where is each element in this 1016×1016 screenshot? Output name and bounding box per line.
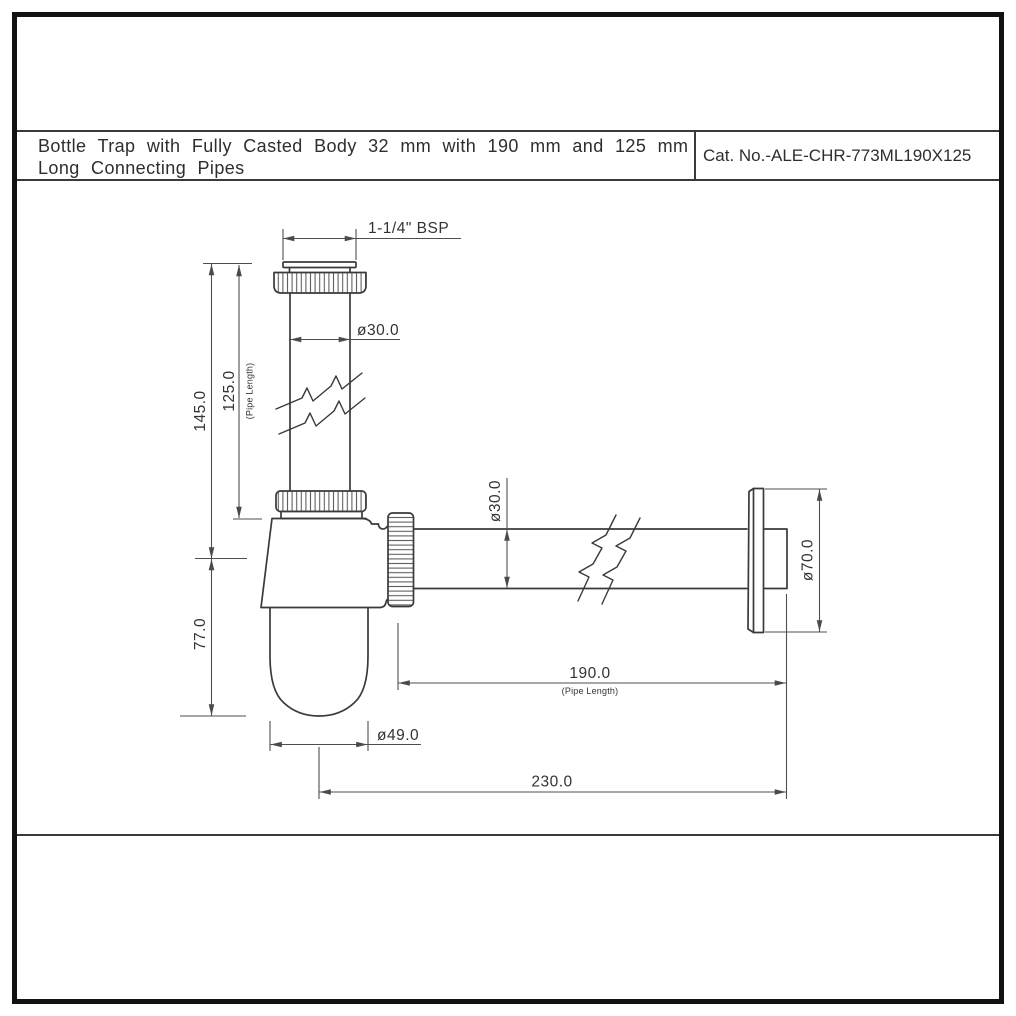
outlet-pipe [412,514,748,605]
pipe-break-mark [601,517,641,605]
dim-outlet-pipe-diameter: ø30.0 [487,478,510,588]
cup-diameter-label: ø49.0 [377,727,419,744]
dim-overall-height: 145.0 [192,264,215,559]
inlet-top-nut [273,261,367,294]
outlet-side-nut [387,512,415,608]
title-block-footer-rule [17,834,999,836]
trap-body [260,517,391,609]
body-top-nut [275,490,367,520]
thread-size-label: 1-1/4" BSP [368,220,449,237]
outlet-pipe-length-note: (Pipe Length) [562,686,619,696]
dim-cup-diameter: ø49.0 [270,727,421,748]
pipe-break-mark [577,514,617,602]
trap-object [260,261,788,717]
inlet-pipe-length-note: (Pipe Length) [245,363,255,420]
flange-diameter-label: ø70.0 [800,539,817,581]
trap-cup [269,606,369,717]
description-line-1: Bottle Trap with Fully Casted Body 32 mm… [38,136,689,156]
trap-depth-label: 77.0 [192,618,209,650]
pipe-break-mark [275,372,363,410]
dim-outlet-pipe-length: 190.0 (Pipe Length) [398,665,786,696]
title-block: Bottle Trap with Fully Casted Body 32 mm… [17,130,999,181]
dim-overall-length: 230.0 [319,774,786,795]
catalog-number-cell: Cat. No.-ALE-CHR-773ML190X125 [694,132,999,179]
inlet-pipe [275,292,366,492]
dim-trap-depth: 77.0 [192,559,215,716]
overall-height-label: 145.0 [192,390,209,431]
inlet-pipe-diameter-label: ø30.0 [357,322,399,339]
pipe-break-mark [278,397,366,435]
sheet-border [12,12,1004,1004]
wall-flange [747,487,788,634]
dim-flange-diameter: ø70.0 [800,489,823,632]
overall-length-label: 230.0 [531,774,572,791]
dim-inlet-pipe-diameter: ø30.0 [290,322,400,343]
drawing-description: Bottle Trap with Fully Casted Body 32 mm… [17,132,694,179]
outlet-pipe-length-label: 190.0 [569,665,610,682]
catalog-number: Cat. No.-ALE-CHR-773ML190X125 [703,145,972,165]
dimension-annotations: 1-1/4" BSP ø30.0 145.0 125.0 (Pipe Lengt… [180,220,827,799]
dim-inlet-pipe-length: 125.0 (Pipe Length) [221,265,255,518]
inlet-pipe-length-label: 125.0 [221,370,238,411]
outlet-pipe-diameter-label: ø30.0 [487,480,504,522]
dim-thread-size: 1-1/4" BSP [283,220,461,242]
flange-pipe-stub [762,528,788,590]
description-line-2: Long Connecting Pipes [38,158,245,178]
